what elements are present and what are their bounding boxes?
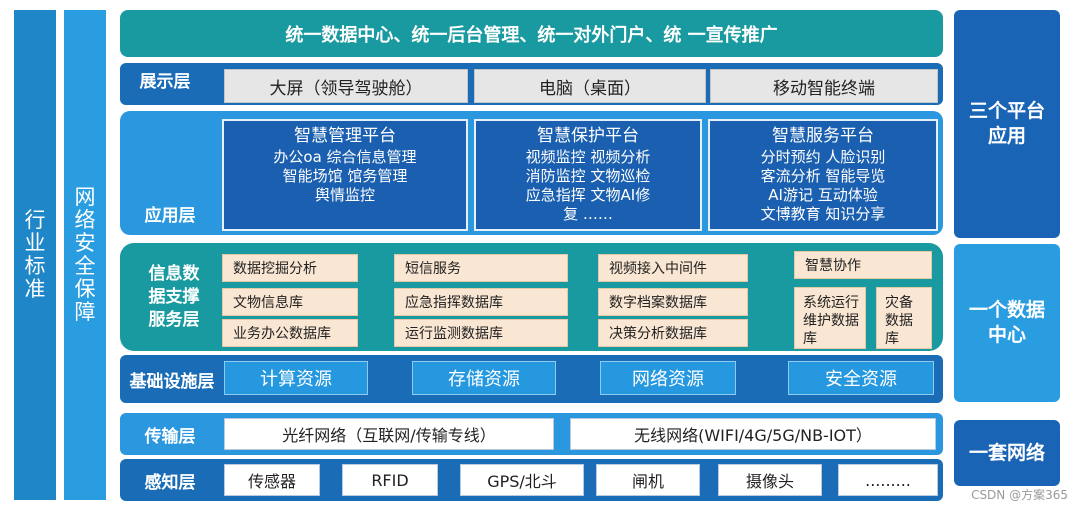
platform-line: 复 …… [563,205,613,223]
perception-layer: 感知层 传感器 RFID GPS/北斗 闸机 摄像头 ......... [120,459,943,501]
display-layer-label: 展示层 [139,71,191,92]
platform-line: 视频监控 视频分析 [525,148,651,166]
platform-line: 应急指挥 文物AI修 [525,186,651,204]
display-item-big-screen: 大屏（领导驾驶舱） [224,69,468,103]
info-col4-ops-db: 系统运行维护数据库 [794,287,866,349]
info-col4-top: 智慧协作 [794,251,932,279]
watermark: CSDN @方案365 [971,488,1068,502]
platform-management: 智慧管理平台 办公oa 综合信息管理 智能场馆 馆务管理 舆情监控 [222,119,468,231]
info-col1-item: 文物信息库 [222,288,358,316]
info-col4-backup-db: 灾备数据库 [876,287,932,349]
info-col2-item: 运行监测数据库 [394,319,568,347]
infra-item-storage: 存储资源 [412,361,556,395]
info-layer: 信息数据支撑服务层 数据挖掘分析 文物信息库 业务办公数据库 短信服务 应急指挥… [120,243,943,351]
infra-item-security: 安全资源 [788,361,934,395]
info-col1-item: 业务办公数据库 [222,319,358,347]
industry-standard-label: 行业标准 [24,208,46,301]
info-col2-item: 应急指挥数据库 [394,288,568,316]
platform-line: 办公oa 综合信息管理 [273,148,417,166]
transport-item-fiber: 光纤网络（互联网/传输专线） [224,418,554,450]
platform-line: 消防监控 文物巡检 [525,167,651,185]
right-three-platforms: 三个平台应用 [954,10,1060,238]
right-one-datacenter-text: 一个数据中心 [968,299,1045,346]
industry-standard-column: 行业标准 [14,10,56,500]
right-three-platforms-text: 三个平台应用 [968,100,1045,147]
perception-item-rfid: RFID [342,464,438,496]
info-col1-item: 数据挖掘分析 [222,254,358,282]
infra-item-network: 网络资源 [600,361,736,395]
perception-item-gps: GPS/北斗 [460,464,584,496]
platform-line: 文博教育 知识分享 [760,205,886,223]
perception-item-sensor: 传感器 [224,464,320,496]
right-one-network-text: 一套网络 [968,441,1045,464]
perception-item-camera: 摄像头 [718,464,822,496]
display-item-desktop: 电脑（桌面） [474,69,706,103]
perception-layer-label: 感知层 [144,472,196,493]
right-one-network: 一套网络 [954,420,1060,486]
info-col4-ops-db-text: 系统运行维护数据库 [803,295,859,347]
platform-line: 舆情监控 [314,186,375,204]
transport-layer-label: 传输层 [144,426,196,447]
display-layer: 展示层 大屏（领导驾驶舱） 电脑（桌面） 移动智能终端 [120,63,943,105]
platform-line: AI游记 互动体验 [768,186,878,204]
top-banner: 统一数据中心、统一后台管理、统一对外门户、统 一宣传推广 [120,10,943,57]
perception-item-gate: 闸机 [596,464,700,496]
application-layer: 应用层 智慧管理平台 办公oa 综合信息管理 智能场馆 馆务管理 舆情监控 智慧… [120,111,943,235]
platform-service: 智慧服务平台 分时预约 人脸识别 客流分析 智能导览 AI游记 互动体验 文博教… [708,119,938,231]
platform-protection: 智慧保护平台 视频监控 视频分析 消防监控 文物巡检 应急指挥 文物AI修 复 … [474,119,702,231]
info-col3-item: 数字档案数据库 [598,288,748,316]
transport-layer: 传输层 光纤网络（互联网/传输专线） 无线网络(WIFI/4G/5G/NB-IO… [120,413,943,455]
platform-management-title: 智慧管理平台 [294,126,396,146]
application-layer-label: 应用层 [144,205,196,226]
network-security-label: 网络安全保障 [74,185,96,324]
info-col3-item: 视频接入中间件 [598,254,748,282]
info-col3-item: 决策分析数据库 [598,319,748,347]
infra-layer-label: 基础设施层 [129,371,215,392]
platform-service-title: 智慧服务平台 [772,126,874,146]
platform-protection-title: 智慧保护平台 [537,126,639,146]
display-item-mobile: 移动智能终端 [710,69,938,103]
network-security-column: 网络安全保障 [64,10,106,500]
transport-item-wireless: 无线网络(WIFI/4G/5G/NB-IOT） [570,418,936,450]
info-col2-item: 短信服务 [394,254,568,282]
platform-line: 客流分析 智能导览 [760,167,886,185]
info-layer-label-text: 信息数据支撑服务层 [148,263,200,330]
infra-item-compute: 计算资源 [224,361,368,395]
infra-layer: 基础设施层 计算资源 存储资源 网络资源 安全资源 [120,355,943,403]
platform-line: 分时预约 人脸识别 [760,148,886,166]
info-col4-backup-db-text: 灾备数据库 [885,295,913,347]
perception-item-more: ......... [838,464,938,496]
platform-line: 智能场馆 馆务管理 [282,167,408,185]
top-banner-text: 统一数据中心、统一后台管理、统一对外门户、统 一宣传推广 [285,24,778,46]
info-layer-label: 信息数据支撑服务层 [134,257,214,337]
right-one-datacenter: 一个数据中心 [954,244,1060,402]
